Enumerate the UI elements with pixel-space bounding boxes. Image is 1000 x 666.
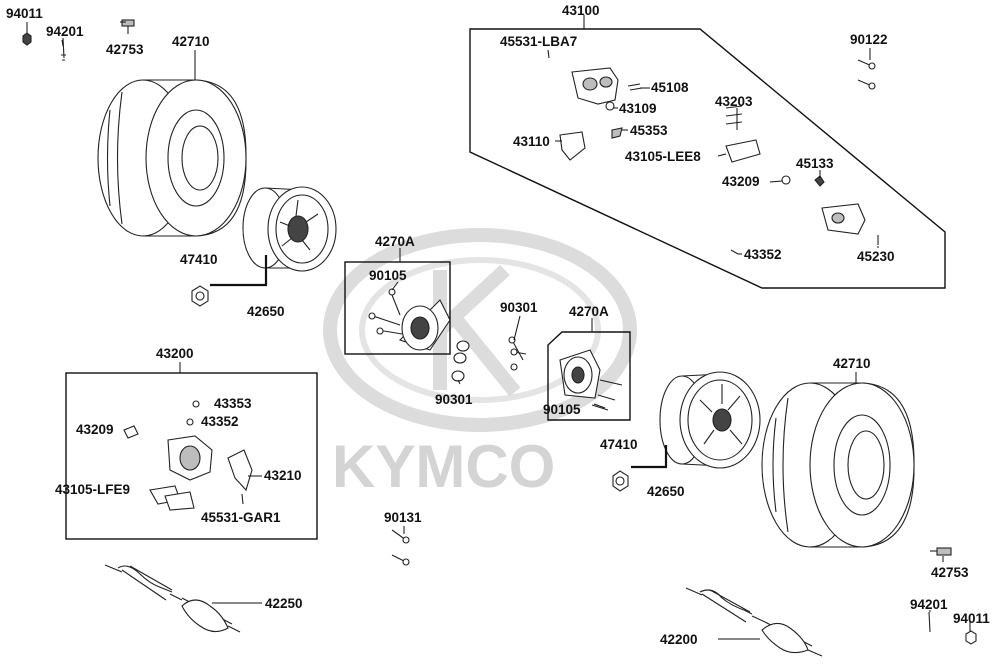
label-43105-lee8: 43105-LEE8 bbox=[625, 149, 701, 164]
left-tire bbox=[97, 79, 247, 237]
kymco-watermark: KYMCO bbox=[323, 228, 637, 500]
label-42710-bot: 42710 bbox=[833, 356, 871, 371]
label-45531-lba7: 45531-LBA7 bbox=[500, 34, 577, 49]
label-45108: 45108 bbox=[651, 80, 689, 95]
label-45531-gar1: 45531-GAR1 bbox=[201, 510, 281, 525]
right-axle-nut bbox=[612, 470, 629, 492]
label-43200: 43200 bbox=[156, 346, 194, 361]
label-90122: 90122 bbox=[850, 32, 888, 47]
label-43105-lfe9: 43105-LFE9 bbox=[55, 482, 130, 497]
bottom-right-hardware bbox=[928, 547, 977, 645]
label-43209-rear: 43209 bbox=[76, 422, 114, 437]
right-hub-group-box bbox=[547, 331, 631, 421]
label-43352-rear: 43352 bbox=[201, 414, 239, 429]
label-43210: 43210 bbox=[264, 468, 302, 483]
bolts-90122 bbox=[857, 59, 876, 90]
label-90301-top: 90301 bbox=[500, 300, 538, 315]
right-tire bbox=[761, 382, 915, 548]
label-43352-front: 43352 bbox=[744, 247, 782, 262]
label-45133: 45133 bbox=[796, 156, 834, 171]
label-42650-right: 42650 bbox=[647, 484, 685, 499]
label-94201-top: 94201 bbox=[46, 24, 84, 39]
label-42250: 42250 bbox=[265, 596, 303, 611]
left-axle-nut bbox=[191, 285, 209, 307]
right-rim bbox=[659, 371, 761, 469]
label-42753-top: 42753 bbox=[106, 42, 144, 57]
bolts-90131 bbox=[391, 529, 410, 566]
label-94201-bot: 94201 bbox=[910, 597, 948, 612]
drive-shaft-right bbox=[685, 587, 823, 657]
right-wheel-leader-bold bbox=[631, 445, 668, 469]
left-rim bbox=[242, 186, 337, 272]
label-90301-bot: 90301 bbox=[435, 392, 473, 407]
label-47410-right: 47410 bbox=[600, 437, 638, 452]
label-42753-bot: 42753 bbox=[931, 565, 969, 580]
label-47410-left: 47410 bbox=[180, 252, 218, 267]
label-43353: 43353 bbox=[214, 396, 252, 411]
label-43209-front: 43209 bbox=[722, 174, 760, 189]
label-94011-top: 94011 bbox=[6, 6, 43, 21]
label-94011-bot: 94011 bbox=[953, 611, 990, 626]
label-90131: 90131 bbox=[384, 510, 422, 525]
front-caliper-group-box bbox=[469, 28, 946, 289]
label-42710-top: 42710 bbox=[172, 34, 210, 49]
label-43100: 43100 bbox=[562, 3, 600, 18]
label-43109: 43109 bbox=[619, 101, 657, 116]
label-42200: 42200 bbox=[660, 632, 698, 647]
wheel-studs-center bbox=[451, 336, 527, 382]
drive-shaft-left bbox=[104, 564, 241, 633]
label-90105-right: 90105 bbox=[543, 402, 581, 417]
rear-caliper-group-box bbox=[65, 372, 318, 540]
watermark-text: KYMCO bbox=[332, 433, 555, 500]
left-wheel-leader-bold bbox=[210, 255, 268, 287]
right-hub-assembly bbox=[559, 349, 623, 411]
front-caliper-parts bbox=[547, 49, 879, 255]
leader-lines bbox=[26, 15, 971, 640]
label-90105-left: 90105 bbox=[369, 268, 407, 283]
label-45230: 45230 bbox=[857, 249, 895, 264]
label-4270a-left: 4270A bbox=[375, 234, 415, 249]
label-4270a-right: 4270A bbox=[569, 304, 609, 319]
label-45353: 45353 bbox=[630, 123, 668, 138]
label-43110: 43110 bbox=[513, 134, 550, 149]
left-hub-group-box bbox=[344, 261, 451, 355]
label-42650-left: 42650 bbox=[247, 304, 285, 319]
top-left-hardware bbox=[22, 19, 135, 61]
label-43203: 43203 bbox=[715, 94, 753, 109]
part-labels: 94011 94201 42753 42710 47410 42650 4270… bbox=[6, 3, 990, 647]
left-hub-assembly bbox=[368, 288, 451, 351]
rear-caliper-parts bbox=[123, 400, 253, 511]
